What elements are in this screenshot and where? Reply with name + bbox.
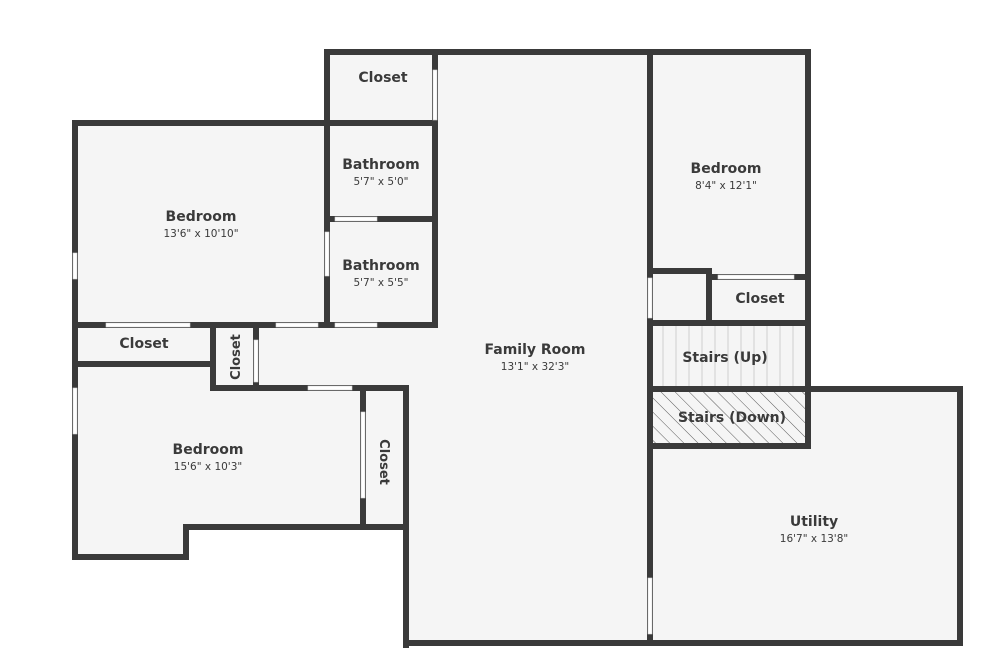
bathroom-1-dimensions: 5'7" x 5'0" bbox=[353, 176, 408, 188]
door-bathroom-1 bbox=[334, 216, 378, 222]
stairs-down-label: Stairs (Down) bbox=[678, 410, 786, 426]
family-room-label: Family Room bbox=[485, 342, 586, 358]
door-bedroom-left bbox=[275, 322, 319, 328]
stairs-up-treads bbox=[662, 326, 794, 386]
closet-right-label: Closet bbox=[735, 291, 785, 307]
closet-top-label: Closet bbox=[358, 70, 408, 86]
bathroom-1-label: Bathroom bbox=[342, 157, 420, 173]
door-bedroom-bottom bbox=[307, 385, 353, 391]
utility-label: Utility bbox=[790, 514, 838, 530]
labels: Closet Bathroom 5'7" x 5'0" Bathroom 5'7… bbox=[119, 70, 848, 545]
window-bedroom-left bbox=[72, 252, 78, 280]
bedroom-left-dimensions: 13'6" x 10'10" bbox=[163, 228, 238, 240]
bedroom-left-label: Bedroom bbox=[166, 209, 237, 225]
opening-family-right bbox=[647, 277, 653, 319]
closet-small-label: Closet bbox=[229, 334, 244, 380]
door-bathroom-2-bottom bbox=[334, 322, 378, 328]
door-closet-left bbox=[105, 322, 191, 328]
bathroom-2-label: Bathroom bbox=[342, 258, 420, 274]
utility-dimensions: 16'7" x 13'8" bbox=[780, 533, 848, 545]
floor-left-wing bbox=[75, 52, 650, 643]
bathroom-2-dimensions: 5'7" x 5'5" bbox=[353, 277, 408, 289]
closet-left-label: Closet bbox=[119, 336, 169, 352]
bedroom-bottom-label: Bedroom bbox=[173, 442, 244, 458]
closet-bottom-label: Closet bbox=[376, 439, 391, 485]
door-utility bbox=[647, 577, 653, 635]
stairs-up-label: Stairs (Up) bbox=[682, 350, 767, 366]
bedroom-right-label: Bedroom bbox=[691, 161, 762, 177]
bedroom-right-dimensions: 8'4" x 12'1" bbox=[695, 180, 757, 192]
window-bedroom-bottom bbox=[72, 387, 78, 435]
family-room-dimensions: 13'1" x 32'3" bbox=[501, 361, 569, 373]
floor-areas bbox=[75, 52, 960, 643]
door-bathroom-2 bbox=[324, 231, 330, 277]
floor-bedroom-right bbox=[650, 52, 808, 388]
openings bbox=[72, 69, 795, 635]
door-closet-bottom bbox=[360, 411, 366, 499]
stairs-down-hatch bbox=[653, 392, 805, 445]
door-closet-small bbox=[253, 339, 259, 383]
door-closet-right bbox=[717, 274, 795, 280]
bedroom-bottom-dimensions: 15'6" x 10'3" bbox=[174, 461, 242, 473]
door-closet-top bbox=[432, 69, 438, 121]
